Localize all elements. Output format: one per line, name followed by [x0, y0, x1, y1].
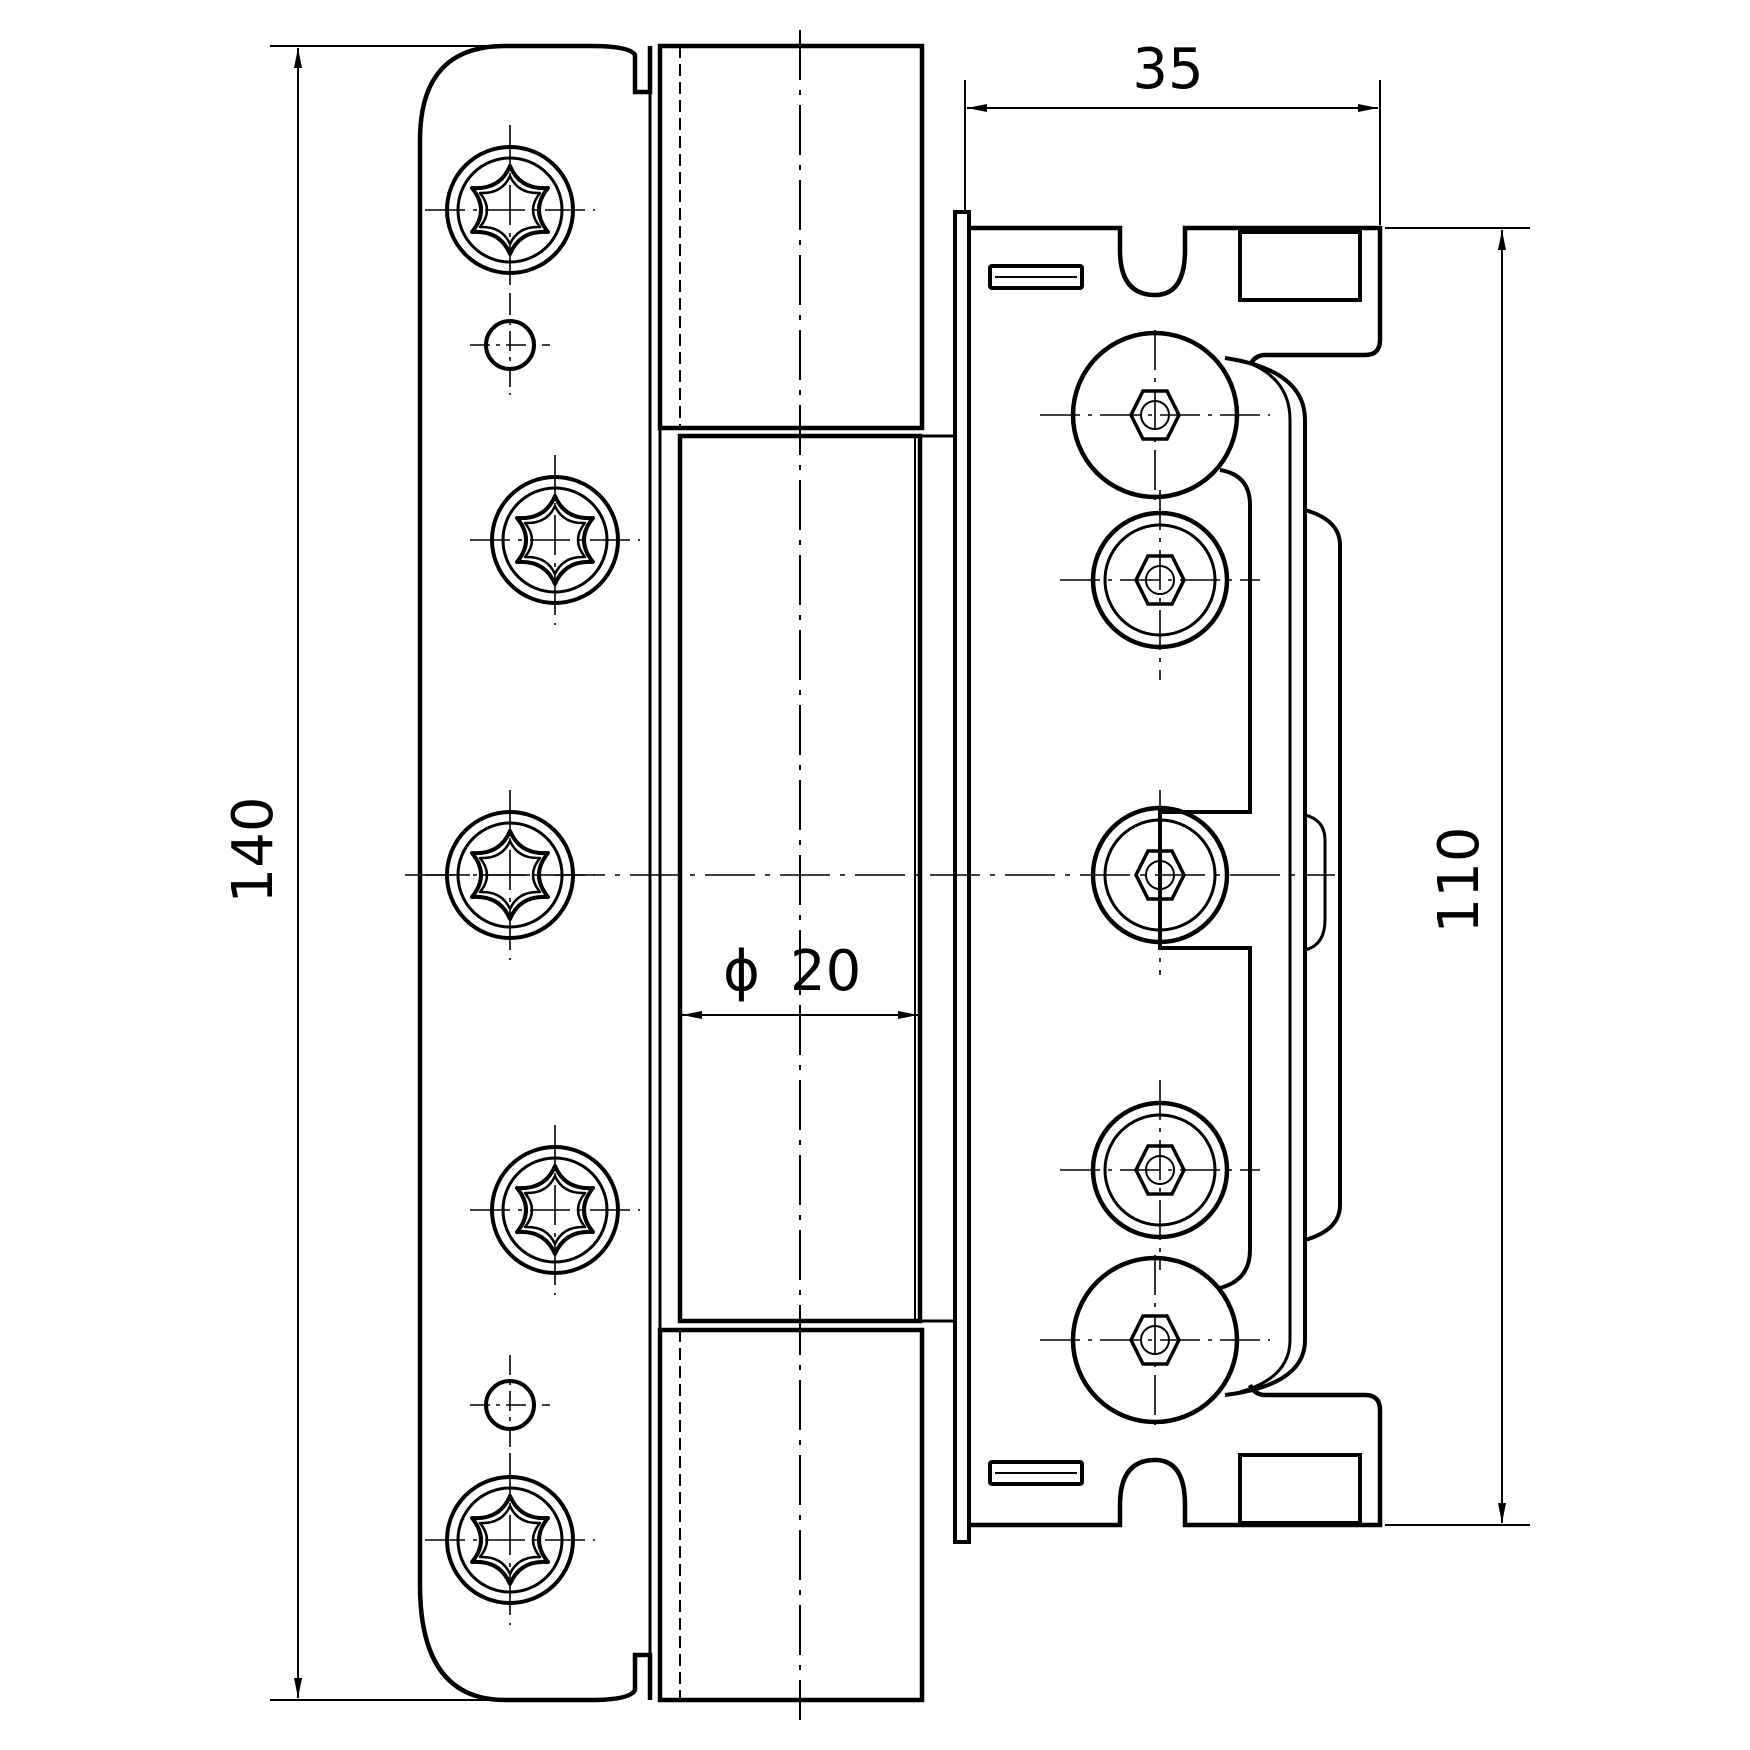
- hinge-knuckle-top: [657, 43, 925, 431]
- hinge-leaf: [417, 43, 653, 1703]
- frame-slot: [988, 264, 1084, 290]
- leaf-pin-hole: [468, 293, 552, 397]
- dimension-frame-width-label: 35: [1132, 37, 1203, 102]
- diameter-symbol: ϕ: [723, 939, 760, 1004]
- dimension-frame-height: 110: [1385, 227, 1530, 1526]
- dimension-total-height-label: 140: [221, 797, 286, 904]
- leaf-torx-screw: [468, 1123, 642, 1297]
- frame-washer-socket-screw: [1060, 490, 1260, 680]
- frame-slot: [988, 1460, 1084, 1486]
- frame-washer-socket-screw: [1060, 1080, 1260, 1270]
- leaf-torx-screw: [468, 453, 642, 627]
- hinge-knuckle-bottom: [657, 1327, 925, 1703]
- dimension-pin-diameter-label: 20: [790, 939, 861, 1004]
- dimension-pin-diameter: ϕ 20: [682, 939, 918, 1019]
- dimension-frame-width: 35: [964, 37, 1381, 225]
- leaf-pin-hole: [468, 1353, 552, 1457]
- hinge-pin-barrel: [658, 428, 955, 1330]
- frame-plate: [953, 210, 1383, 1544]
- frame-large-socket-screw: [1040, 1255, 1270, 1425]
- dimension-total-height: 140: [221, 45, 505, 1701]
- leaf-torx-screw: [423, 123, 597, 297]
- frame-large-socket-screw: [1040, 330, 1270, 500]
- dimension-frame-height-label: 110: [1427, 827, 1492, 934]
- leaf-torx-screw: [423, 1453, 597, 1627]
